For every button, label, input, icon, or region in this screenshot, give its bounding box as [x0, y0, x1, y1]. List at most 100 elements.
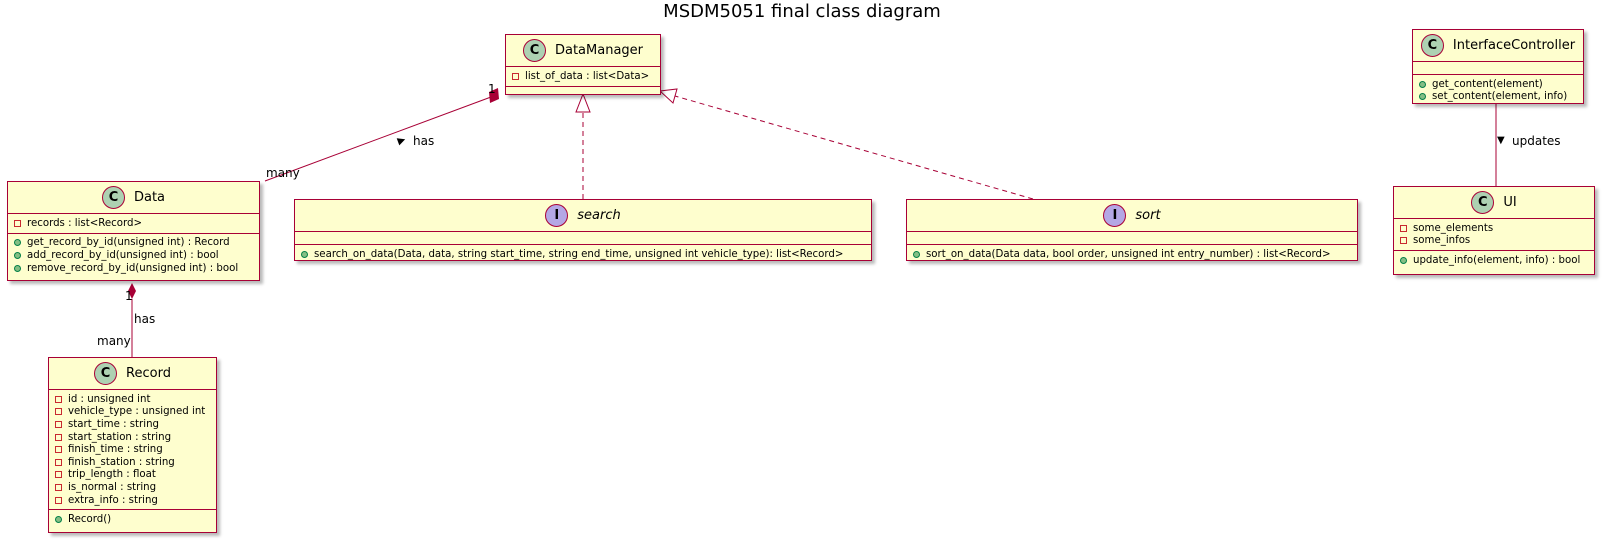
methods-compartment: get_content(element) set_content(element…: [1413, 75, 1583, 106]
attribute-text: id : unsigned int: [68, 393, 151, 405]
methods-compartment: Record(): [49, 510, 216, 529]
interface-search[interactable]: I search search_on_data(Data, data, stri…: [294, 199, 872, 261]
class-name: search: [577, 208, 621, 223]
private-visibility-icon: [1400, 224, 1407, 232]
method-text: remove_record_by_id(unsigned int) : bool: [27, 262, 239, 274]
private-visibility-icon: [55, 458, 62, 466]
class-stereotype-icon: C: [1420, 34, 1444, 57]
method-text: get_record_by_id(unsigned int) : Record: [27, 237, 230, 249]
method-row: set_content(element, info): [1419, 91, 1583, 104]
public-visibility-icon: [301, 250, 308, 258]
interface-stereotype-icon: I: [1103, 204, 1127, 227]
attribute-row: records : list<Record>: [14, 217, 259, 230]
private-visibility-icon: [512, 72, 519, 80]
realization-arrowhead-sort: [658, 88, 678, 104]
method-row: remove_record_by_id(unsigned int) : bool: [14, 262, 259, 275]
methods-compartment: sort_on_data(Data data, bool order, unsi…: [907, 245, 1357, 264]
attribute-row: vehicle_type : unsigned int: [55, 406, 216, 419]
class-header: I sort: [907, 200, 1357, 232]
private-visibility-icon: [55, 471, 62, 479]
method-text: update_info(element, info) : bool: [1413, 254, 1581, 266]
class-record[interactable]: C Record id : unsigned int vehicle_type …: [48, 357, 217, 533]
attribute-text: extra_info : string: [68, 494, 158, 506]
class-name: Record: [126, 366, 171, 381]
attribute-text: vehicle_type : unsigned int: [68, 406, 206, 418]
class-header: C UI: [1394, 187, 1594, 219]
attribute-row: extra_info : string: [55, 494, 216, 507]
class-header: I search: [295, 200, 871, 232]
public-visibility-icon: [1400, 256, 1407, 264]
private-visibility-icon: [55, 446, 62, 454]
class-name: Data: [133, 190, 166, 205]
method-text: Record(): [68, 514, 112, 526]
composition-diamond-datamanager: [489, 88, 499, 103]
attribute-text: list_of_data : list<Data>: [525, 70, 650, 82]
class-name: DataManager: [554, 43, 644, 58]
method-row: get_content(element): [1419, 78, 1583, 91]
method-row: get_record_by_id(unsigned int) : Record: [14, 237, 259, 250]
public-visibility-icon: [14, 239, 21, 247]
class-header: C Data: [8, 182, 259, 214]
class-stereotype-icon: C: [522, 39, 546, 62]
attribute-text: start_station : string: [68, 431, 172, 443]
attribute-text: records : list<Record>: [27, 217, 142, 229]
realization-line-sort: [674, 95, 1034, 200]
public-visibility-icon: [913, 250, 920, 258]
method-text: set_content(element, info): [1432, 91, 1568, 103]
interface-sort[interactable]: I sort sort_on_data(Data data, bool orde…: [906, 199, 1358, 261]
class-header: C Record: [49, 358, 216, 390]
methods-compartment: get_record_by_id(unsigned int) : Record …: [8, 234, 259, 278]
interface-stereotype-icon: I: [545, 204, 569, 227]
private-visibility-icon: [55, 420, 62, 428]
methods-compartment: search_on_data(Data, data, string start_…: [295, 245, 871, 264]
class-stereotype-icon: C: [94, 362, 118, 385]
attribute-row: id : unsigned int: [55, 393, 216, 406]
private-visibility-icon: [55, 395, 62, 403]
attributes-compartment: [295, 232, 871, 245]
multiplicity-label: many: [266, 166, 300, 180]
class-name: UI: [1503, 195, 1517, 210]
class-stereotype-icon: C: [101, 186, 125, 209]
class-stereotype-icon: C: [1471, 191, 1495, 214]
attribute-text: finish_time : string: [68, 444, 163, 456]
multiplicity-label: many: [97, 334, 131, 348]
methods-compartment: [506, 87, 660, 99]
public-visibility-icon: [1419, 80, 1426, 88]
method-text: search_on_data(Data, data, string start_…: [314, 248, 844, 260]
method-row: sort_on_data(Data data, bool order, unsi…: [913, 248, 1357, 261]
attribute-text: start_time : string: [68, 418, 159, 430]
direction-arrow-icon: ▼: [1497, 135, 1505, 146]
public-visibility-icon: [1419, 93, 1426, 101]
method-text: get_content(element): [1432, 78, 1543, 90]
attribute-row: some_infos: [1400, 235, 1594, 248]
diagram-title: MSDM5051 final class diagram: [663, 1, 941, 22]
class-datamanager[interactable]: C DataManager list_of_data : list<Data>: [505, 34, 661, 95]
attribute-text: some_elements: [1413, 222, 1494, 234]
attributes-compartment: [907, 232, 1357, 245]
attributes-compartment: id : unsigned int vehicle_type : unsigne…: [49, 390, 216, 511]
method-text: add_record_by_id(unsigned int) : bool: [27, 249, 219, 261]
attribute-text: trip_length : float: [68, 469, 156, 481]
class-interfacecontroller[interactable]: C InterfaceController get_content(elemen…: [1412, 29, 1584, 104]
private-visibility-icon: [55, 408, 62, 416]
attribute-row: finish_time : string: [55, 443, 216, 456]
method-row: add_record_by_id(unsigned int) : bool: [14, 249, 259, 262]
public-visibility-icon: [55, 516, 62, 524]
multiplicity-label: 1: [488, 82, 496, 96]
association-name-label: has: [413, 134, 435, 148]
class-header: C InterfaceController: [1413, 30, 1583, 62]
public-visibility-icon: [14, 251, 21, 259]
class-data[interactable]: C Data records : list<Record> get_record…: [7, 181, 260, 281]
class-ui[interactable]: C UI some_elements some_infos update_inf…: [1393, 186, 1595, 275]
composition-line-datamanager-data: [264, 96, 492, 182]
realization-arrowhead-search: [575, 92, 591, 113]
attribute-row: is_normal : string: [55, 481, 216, 494]
attributes-compartment: records : list<Record>: [8, 214, 259, 234]
method-row: search_on_data(Data, data, string start_…: [301, 248, 871, 261]
class-name: sort: [1135, 208, 1161, 223]
association-name-label: updates: [1512, 134, 1561, 148]
private-visibility-icon: [55, 483, 62, 491]
public-visibility-icon: [14, 264, 21, 272]
attribute-row: trip_length : float: [55, 469, 216, 482]
